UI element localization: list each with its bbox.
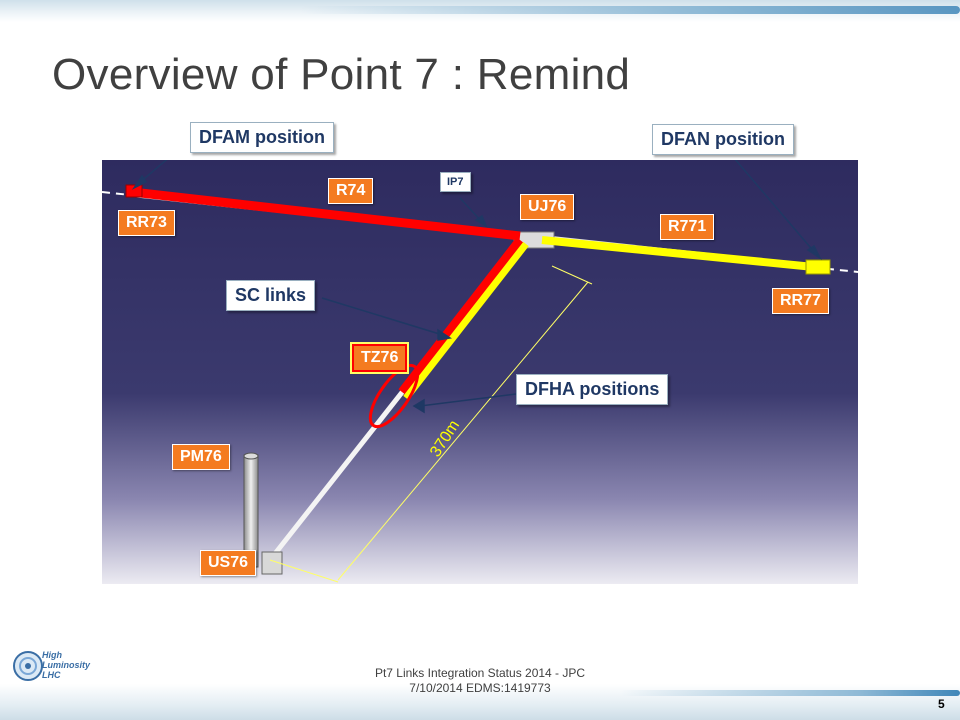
- label-r771: R771: [660, 214, 715, 240]
- hl-lhc-logo-icon: [13, 651, 43, 681]
- top-accent-streak: [300, 6, 960, 14]
- dfan-box: [805, 259, 831, 275]
- dfam-box: [125, 184, 143, 198]
- slide-title: Overview of Point 7 : Remind: [52, 50, 631, 99]
- label-r74: R74: [328, 178, 374, 204]
- logo-line-3: LHC: [42, 670, 61, 680]
- label-rr73: RR73: [118, 210, 175, 236]
- sc-link-yellow: [403, 236, 825, 401]
- label-uj76: UJ76: [520, 194, 575, 220]
- logo-text: High Luminosity LHC: [42, 650, 90, 680]
- dfam-position-callout: DFAM position: [190, 122, 334, 153]
- footer-line-2: 7/10/2014 EDMS:1419773: [409, 681, 551, 695]
- sc-links-callout: SC links: [226, 280, 316, 311]
- label-rr77: RR77: [772, 288, 829, 314]
- us76-cavern: [261, 551, 283, 575]
- bottom-accent-streak: [620, 690, 960, 696]
- label-us76: US76: [200, 550, 257, 576]
- logo-line-1: High: [42, 650, 62, 660]
- dfha-positions-callout: DFHA positions: [516, 374, 669, 405]
- dfan-position-callout: DFAN position: [652, 124, 794, 155]
- tunnel-diagram: 370m: [102, 160, 858, 584]
- footer-text: Pt7 Links Integration Status 2014 - JPC …: [340, 666, 620, 696]
- callout-arrows: [131, 160, 822, 414]
- logo-line-2: Luminosity: [42, 660, 91, 670]
- ip7-callout: IP7: [440, 172, 471, 192]
- dimension-line: [269, 265, 593, 583]
- diagram-background: [102, 160, 858, 584]
- sc-link-red: [131, 187, 524, 395]
- dfha-circle: [368, 363, 420, 429]
- label-pm76: PM76: [172, 444, 230, 470]
- footer-line-1: Pt7 Links Integration Status 2014 - JPC: [374, 666, 586, 680]
- page-number: 5: [938, 697, 945, 711]
- label-tz76: TZ76: [349, 342, 410, 374]
